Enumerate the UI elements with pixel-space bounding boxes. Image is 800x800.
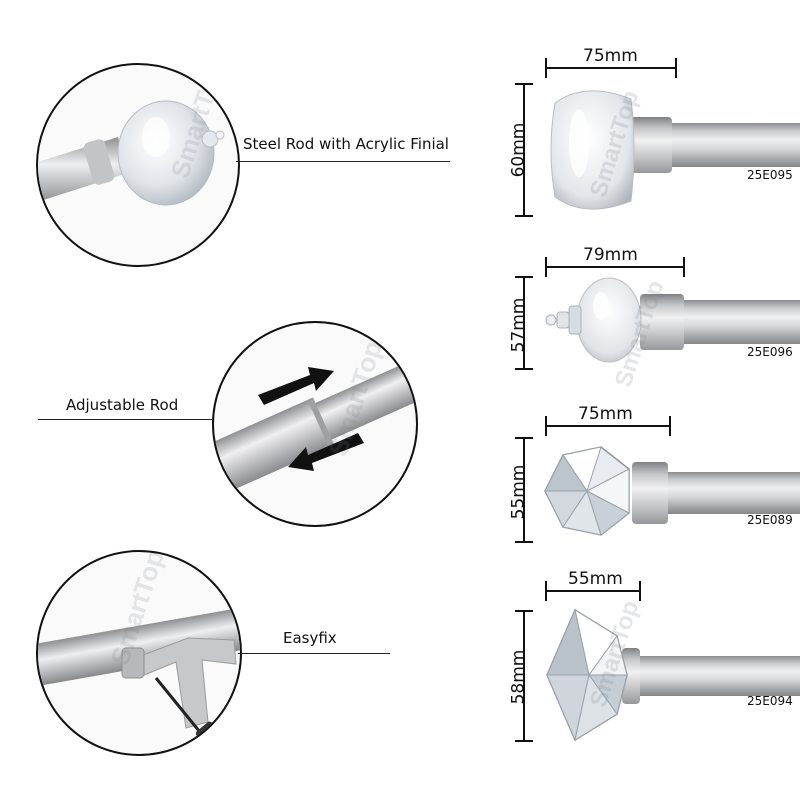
arrow-left-icon (288, 433, 364, 471)
feature-circle-adjustable: SmartTop (212, 321, 418, 527)
rod-collar (630, 117, 672, 173)
easyfix-bracket-image (38, 602, 240, 751)
curtain-rod (636, 656, 800, 696)
width-dimension-label: 75mm (578, 404, 633, 424)
feature-circle-finial: SmartTop (36, 63, 240, 267)
product-code: 25E096 (747, 345, 793, 359)
acrylic-finial (550, 90, 635, 210)
rod-collar (632, 462, 668, 524)
height-dimension-line (515, 437, 533, 543)
product-code: 25E095 (747, 168, 793, 182)
height-dimension-line (515, 276, 533, 370)
feature-label-finial: Steel Rod with Acrylic Finial (243, 135, 449, 153)
height-dimension-label: 55mm (508, 464, 529, 520)
crystal-finial (546, 608, 628, 742)
width-dimension-line (545, 257, 685, 277)
arrow-right-icon (258, 367, 334, 405)
rod-collar (640, 294, 684, 350)
height-dimension-line (515, 610, 533, 742)
width-dimension-line (545, 58, 677, 78)
curtain-rod (680, 300, 800, 344)
product-code: 25E094 (747, 694, 793, 708)
width-dimension-label: 79mm (583, 245, 638, 265)
feature-label-easyfix: Easyfix (283, 629, 337, 647)
width-dimension-label: 75mm (583, 46, 638, 66)
callout-line-easyfix (238, 653, 390, 654)
height-dimension-label: 57mm (508, 297, 529, 353)
rod-collar (622, 648, 640, 704)
feature-circle-easyfix: SmartTop (36, 550, 242, 756)
acrylic-finial (545, 277, 642, 363)
crystal-finial (544, 446, 630, 536)
callout-line-finial (236, 161, 450, 162)
feature-label-adjustable: Adjustable Rod (66, 396, 179, 414)
finial-closeup-image (38, 100, 225, 206)
curtain-rod (668, 123, 800, 167)
height-dimension-label: 58mm (508, 649, 529, 705)
callout-line-adjustable (38, 419, 212, 420)
width-dimension-line (545, 581, 641, 601)
width-dimension-label: 55mm (568, 569, 623, 589)
height-dimension-label: 60mm (508, 122, 529, 178)
curtain-rod (666, 472, 800, 514)
product-code: 25E089 (747, 513, 793, 527)
width-dimension-line (545, 416, 671, 436)
height-dimension-line (515, 83, 533, 217)
